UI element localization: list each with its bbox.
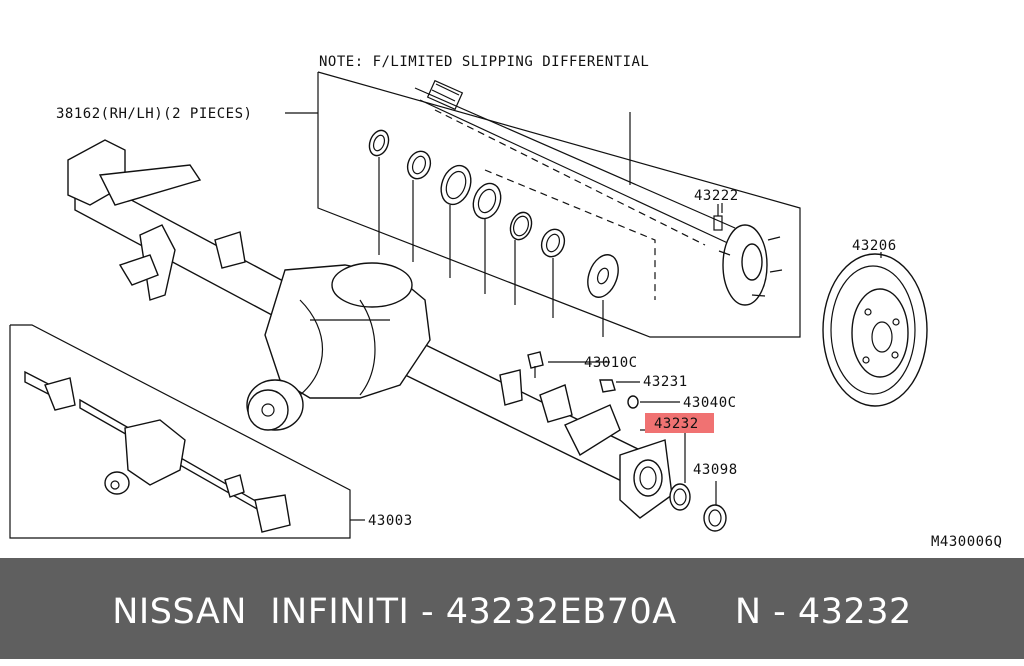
part-43010c-label: 43010C [584, 355, 638, 371]
part-43003-label: 43003 [368, 513, 413, 529]
inset-axle-view [9, 324, 365, 539]
part-43222-label: 43222 [694, 188, 739, 204]
part-38162-label: 38162(RH/LH)(2 PIECES) [56, 106, 252, 122]
rear-axle-assembly [67, 139, 727, 532]
brake-disc [822, 252, 928, 407]
diagram-code-label: M430006Q [931, 534, 1002, 550]
part-43206-label: 43206 [852, 238, 897, 254]
part-43040c-label: 43040C [683, 395, 737, 411]
lsd-exploded-group [285, 71, 801, 338]
footer-bar: NISSAN INFINITI - 43232EB70A N - 43232 [0, 558, 1024, 659]
part-43098-label: 43098 [693, 462, 738, 478]
parts-diagram: NOTE: F/LIMITED SLIPPING DIFFERENTIAL 38… [9, 54, 1002, 550]
part-43231-label: 43231 [643, 374, 688, 390]
footer-part-text: NISSAN INFINITI - 43232EB70A N - 43232 [112, 592, 912, 632]
part-43232-highlight [645, 413, 714, 433]
note-label: NOTE: F/LIMITED SLIPPING DIFFERENTIAL [319, 54, 649, 70]
part-43232-label: 43232 [654, 416, 699, 432]
